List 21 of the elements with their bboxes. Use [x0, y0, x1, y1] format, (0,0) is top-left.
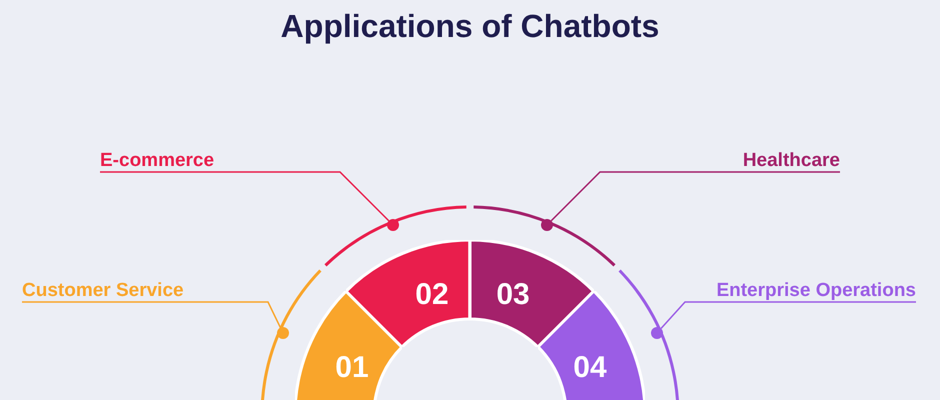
- category-label: Healthcare: [742, 150, 840, 172]
- dot-marker: [541, 219, 553, 231]
- step-number: 02: [415, 278, 449, 312]
- leader-line: [22, 301, 282, 328]
- ring-segment: [470, 240, 594, 348]
- ring-segment: [346, 240, 470, 348]
- dot-marker: [277, 327, 289, 339]
- title: Applications of Chatbots: [280, 8, 660, 45]
- leader-line: [660, 301, 916, 330]
- leader-line: [100, 171, 390, 222]
- step-number: 01: [335, 350, 369, 385]
- ring-segment: [295, 291, 402, 400]
- category-label: Customer Service: [22, 280, 184, 302]
- step-number: 04: [573, 350, 607, 385]
- step-number: 03: [496, 278, 530, 312]
- ring-segment: [538, 291, 645, 400]
- category-label: Enterprise Operations: [716, 280, 916, 302]
- dot-marker: [387, 219, 399, 231]
- leader-line: [550, 171, 840, 222]
- category-label: E-commerce: [100, 150, 214, 172]
- dot-marker: [651, 327, 663, 339]
